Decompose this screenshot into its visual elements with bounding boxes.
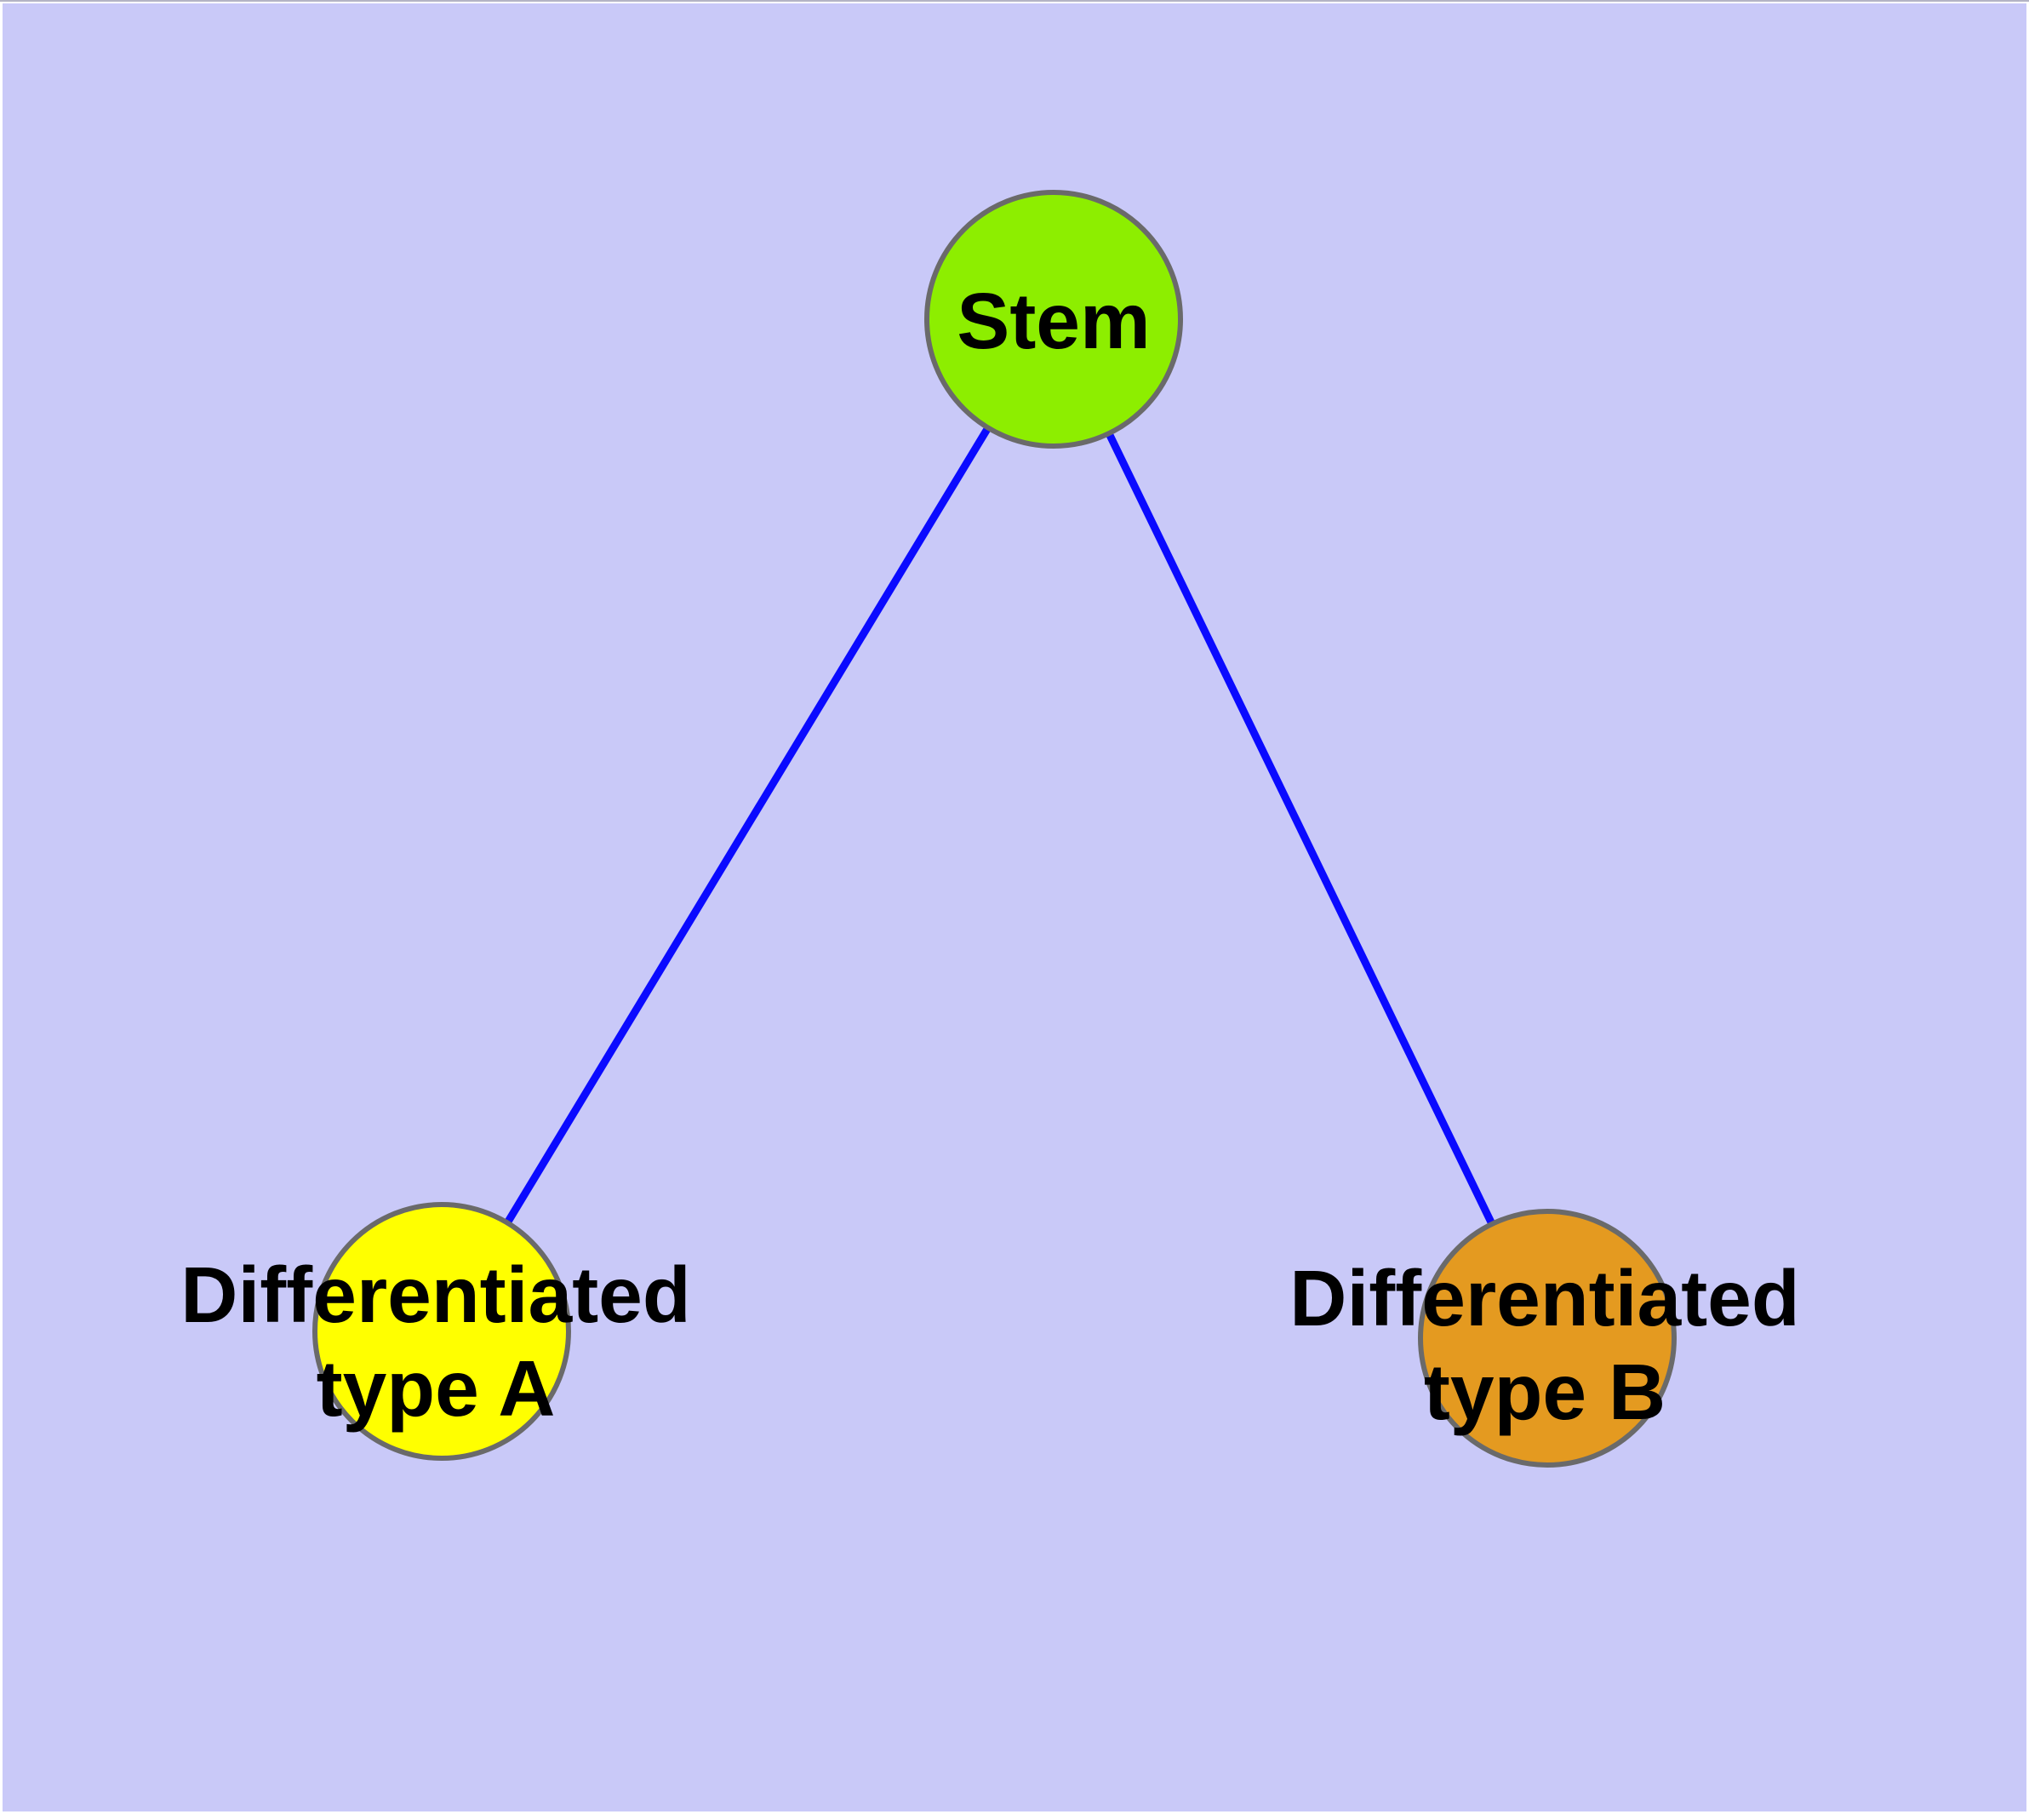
node-type-b-circle	[1418, 1209, 1677, 1468]
node-type-a-label: Differentiated type A	[180, 1248, 690, 1435]
node-type-b-label-line1: Differentiated	[1289, 1254, 1800, 1342]
node-type-a-circle	[312, 1202, 571, 1461]
node-stem-label: Stem	[957, 277, 1151, 365]
edge-stem-to-type-a	[438, 317, 1057, 1334]
node-type-a-label-line2: type A	[316, 1344, 556, 1433]
edge-stem-to-type-b	[1049, 318, 1552, 1340]
window-top-edge	[0, 0, 2029, 2]
node-type-b-label: Differentiated type B	[1289, 1251, 1799, 1439]
node-type-a-label-line1: Differentiated	[180, 1251, 691, 1339]
node-stem-circle	[924, 190, 1183, 449]
node-type-b-label-line2: type B	[1423, 1348, 1666, 1436]
